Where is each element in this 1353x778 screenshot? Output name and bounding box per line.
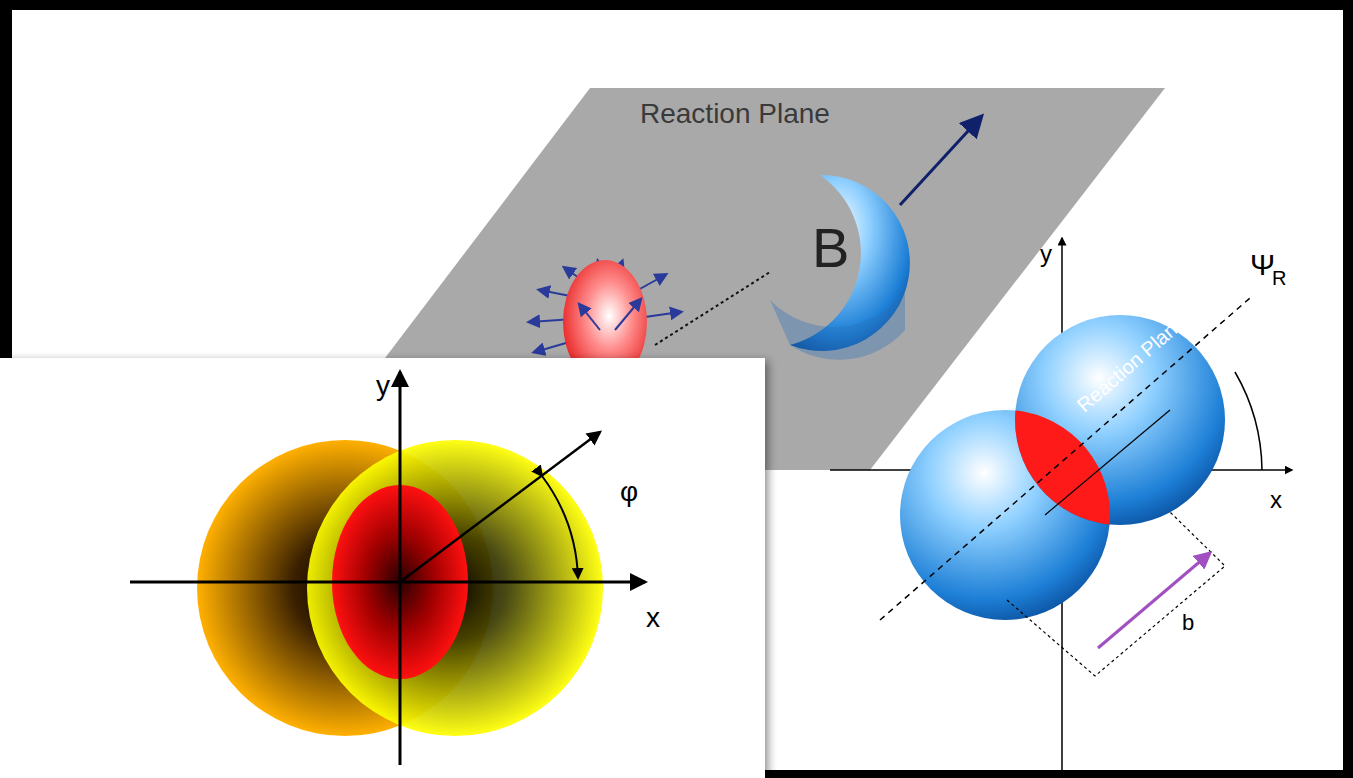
graphic-line [580,305,600,330]
graphic-line [880,298,1250,620]
angle-label: φ [620,478,638,506]
momentum-arrow [900,118,980,205]
graphic-circle [1015,315,1225,525]
axis-label: x [646,604,660,632]
angle-subscript: R [1272,268,1286,288]
graphic-line [1098,553,1210,648]
inner-arrows [580,300,640,330]
nucleus-letter: B [812,220,849,276]
graphic-circle [1015,315,1225,525]
nucleus-shade [770,290,905,360]
axis-label: y [376,372,390,400]
graphic-polyline [1007,512,1225,676]
graphic-path [542,476,578,578]
collision-geometry [830,238,1292,778]
nucleus-right [307,440,603,736]
inset-panel [0,358,765,778]
axis-label: y [1040,242,1052,266]
dotted-axis [655,272,770,345]
graphic-path [1235,372,1262,470]
graphic-polyline [1045,410,1170,515]
graphic-line [615,300,640,330]
axis-label: x [1270,488,1282,512]
angle-label: Ψ [1250,250,1275,280]
graphic-rect [0,358,765,778]
graphic-line [399,372,402,765]
graphic-line [130,581,645,584]
vector-label: b [1182,612,1194,634]
plane-label: Reaction Plane [640,100,830,128]
graphic-line [400,432,600,582]
